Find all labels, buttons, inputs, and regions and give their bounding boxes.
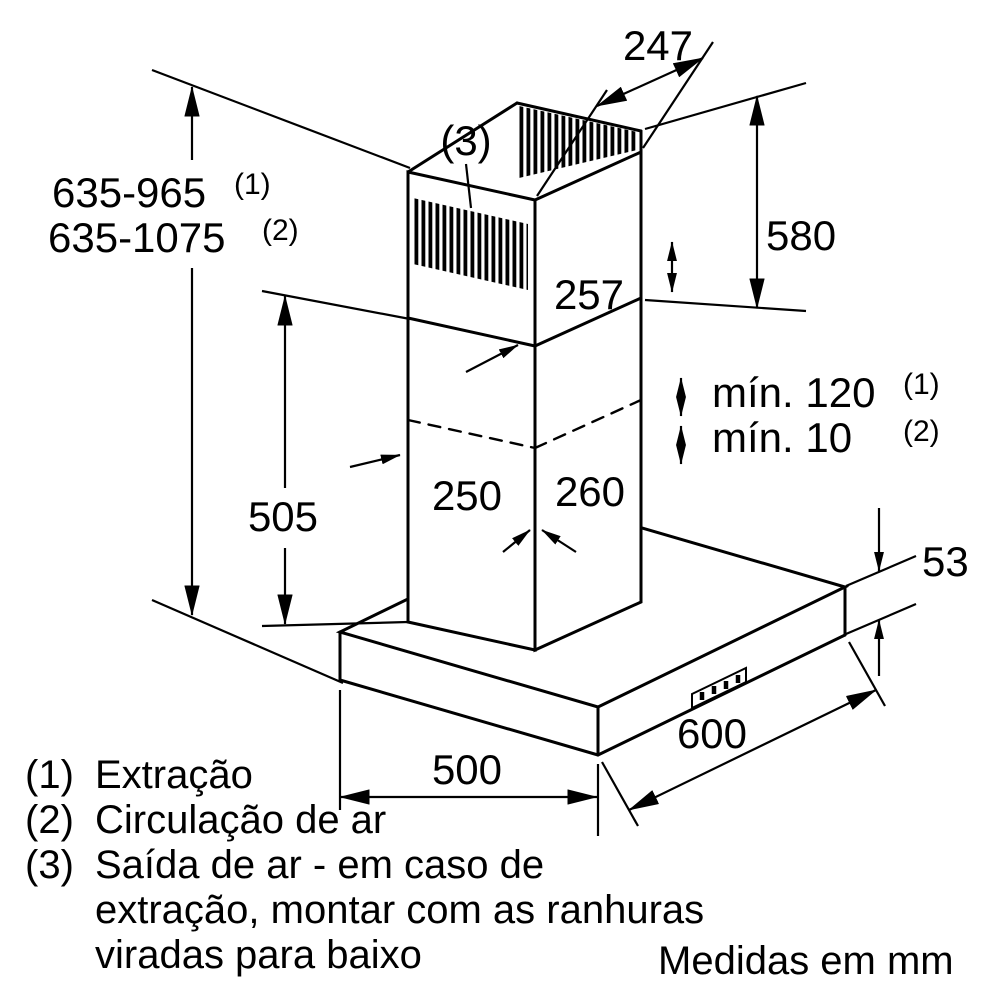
dim-label-53: 53 [922,538,969,585]
dim-ref-min-10: (2) [903,415,940,448]
dim-label-height-extraction: 635-965 [52,169,206,216]
dim-ref-min-120: (1) [903,368,940,401]
ext-line-580-bottom [644,298,807,313]
ext-line-600-front [601,761,639,827]
dim-label-505: 505 [248,493,318,540]
dim-line-600 [628,689,877,811]
telescopic-min-position-front [406,418,537,450]
ext-line-53-top [845,554,917,588]
ext-line-247-left [536,89,608,197]
dim-label-580: 580 [766,212,836,259]
dim-arrow-250 [502,529,531,553]
dim-ref-height-extraction: (1) [234,168,271,201]
ext-line-total-height-bottom [151,598,344,685]
footer-units-note: Medidas em mm [658,939,954,983]
chimney-right-face [533,149,643,653]
dim-label-height-recirculation: 635-1075 [48,214,226,261]
dim-label-257: 257 [554,271,624,318]
legend-ref-3: (3) [25,843,74,887]
vent-ref-label: (3) [440,117,491,164]
dim-label-min-10: mín. 10 [712,414,852,461]
legend-text-3-cont1: extração, montar com as ranhuras [95,888,704,932]
legend-ref-1: (1) [25,753,74,797]
legend-text-3-cont2: viradas para baixo [95,933,422,977]
vent-slots-top-icon [519,106,637,178]
dim-arrow-260 [541,529,577,553]
joint-pointer-arrow [465,344,519,373]
chimney-section-joint-front [406,316,537,348]
chimney-top-left-edge [406,101,519,174]
dim-label-600: 600 [677,710,747,757]
dim-ref-height-recirculation: (2) [262,214,299,247]
vent-slots-front-icon [413,198,528,290]
dim-label-min-120: mín. 120 [712,369,875,416]
ext-line-505-bottom [261,620,409,628]
legend-text-3: Saída de ar - em caso de [95,843,544,887]
chimney-top-back-edge [515,101,643,133]
telescopic-min-position-right [533,398,643,450]
legend-text-2: Circulação de ar [95,798,386,842]
vent-ref-leader-line [464,163,473,209]
legend-text-1: Extração [95,753,253,797]
chimney-section-joint-right [533,296,643,348]
dim-label-260: 260 [555,468,625,515]
dim-line-247 [595,56,705,108]
dimension-lines [151,41,917,836]
ext-line-53-bottom [845,602,917,636]
legend-ref-2: (2) [25,798,74,842]
dim-label-247: 247 [623,22,693,69]
chimney-duct [406,101,643,653]
ext-line-total-height-top [151,68,411,170]
dim-label-500: 500 [432,746,502,793]
ext-line-580-top [644,81,807,131]
hood-body-bottom-front-left [338,678,600,757]
face-pointer-arrow [349,453,401,469]
dim-label-250: 250 [432,472,502,519]
labels: 247 (3) 635-965 (1) 635-1075 (2) 580 257… [48,22,969,793]
legend: (1) Extração (2) Circulação de ar (3) Sa… [25,753,954,983]
ext-line-600-back [848,641,886,707]
